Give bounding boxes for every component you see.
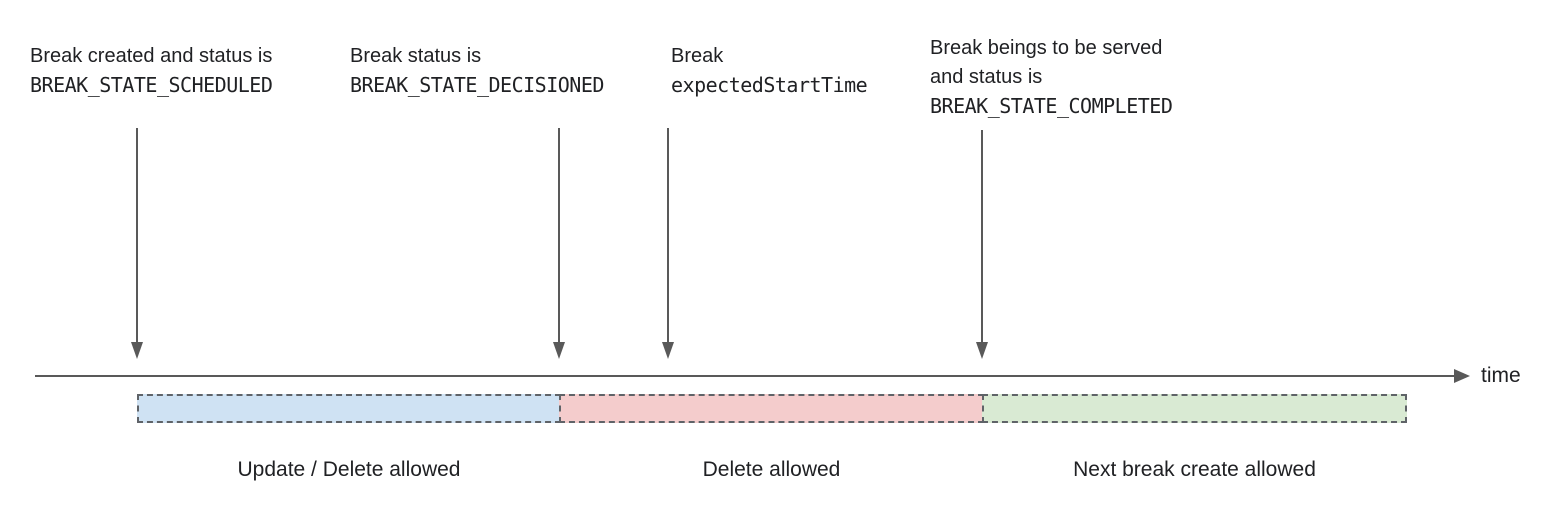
annotation-break-scheduled: Break created and status is BREAK_STATE_… <box>30 42 273 100</box>
segment-label-next-break: Next break create allowed <box>1073 458 1316 481</box>
annotation-code: expectedStartTime <box>671 73 868 97</box>
arrow-down-icon <box>136 128 138 342</box>
arrow-down-icon <box>558 128 560 342</box>
arrow-down-head-icon <box>976 342 988 359</box>
annotation-text: Break status is <box>350 45 482 67</box>
annotation-code: BREAK_STATE_SCHEDULED <box>30 73 273 97</box>
segment-next-break-create-allowed <box>982 394 1407 423</box>
segment-label-delete: Delete allowed <box>702 458 841 481</box>
timeline-axis <box>35 375 1455 377</box>
arrow-down-head-icon <box>662 342 674 359</box>
annotation-expected-start-time: Break expectedStartTime <box>671 42 868 100</box>
arrow-down-icon <box>667 128 669 342</box>
annotation-text: Break <box>671 45 724 67</box>
annotation-break-completed: Break beings to be served and status is … <box>930 34 1173 121</box>
timeline-arrow-head-icon <box>1454 369 1470 383</box>
annotation-text: Break beings to be served <box>930 37 1163 59</box>
arrow-down-head-icon <box>553 342 565 359</box>
arrow-down-head-icon <box>131 342 143 359</box>
segment-update-delete-allowed <box>137 394 561 423</box>
segment-delete-allowed <box>559 394 984 423</box>
segment-label-update-delete: Update / Delete allowed <box>237 458 461 481</box>
annotation-code: BREAK_STATE_DECISIONED <box>350 73 604 97</box>
annotation-break-decisioned: Break status is BREAK_STATE_DECISIONED <box>350 42 604 100</box>
annotation-code: BREAK_STATE_COMPLETED <box>930 94 1173 118</box>
time-axis-label: time <box>1481 364 1521 387</box>
arrow-down-icon <box>981 130 983 342</box>
annotation-text: Break created and status is <box>30 45 273 67</box>
annotation-text: and status is <box>930 66 1043 88</box>
